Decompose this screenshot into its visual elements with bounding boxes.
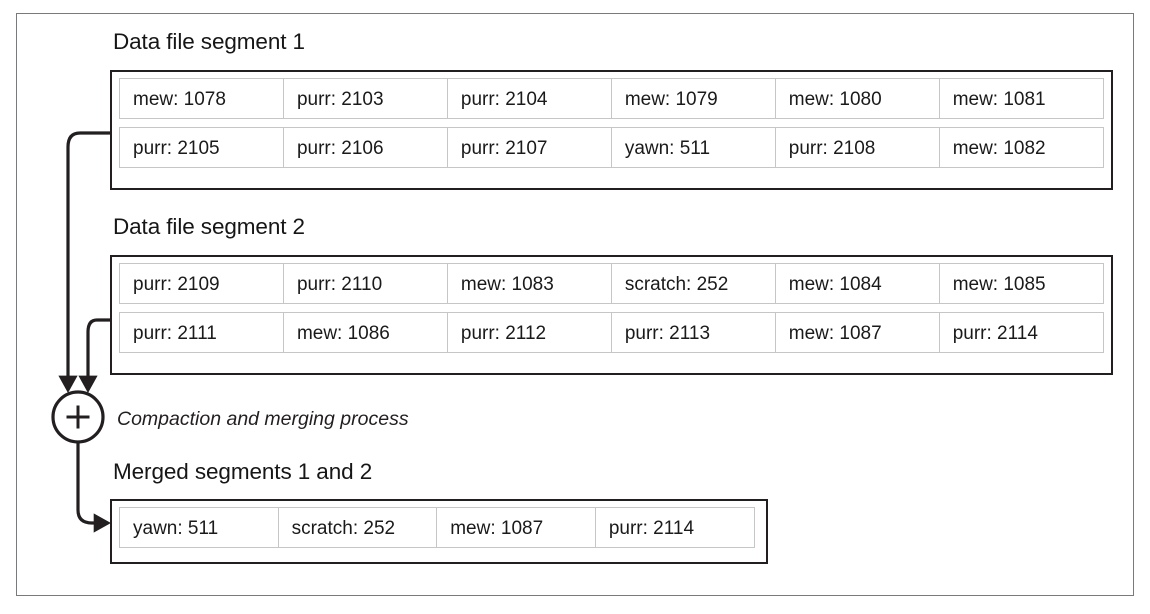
record-cell: purr: 2113 bbox=[610, 312, 777, 353]
record-cell: mew: 1084 bbox=[774, 263, 941, 304]
record-cell: mew: 1081 bbox=[938, 78, 1105, 119]
record-cell: mew: 1083 bbox=[446, 263, 613, 304]
record-cell: purr: 2114 bbox=[594, 507, 755, 548]
record-cell: purr: 2103 bbox=[282, 78, 449, 119]
record-cell: purr: 2107 bbox=[446, 127, 613, 168]
segment-1-row-2: purr: 2105 purr: 2106 purr: 2107 yawn: 5… bbox=[119, 127, 1105, 168]
segment-2-row-2: purr: 2111 mew: 1086 purr: 2112 purr: 21… bbox=[119, 312, 1105, 353]
record-cell: mew: 1078 bbox=[119, 78, 285, 119]
record-cell: mew: 1086 bbox=[282, 312, 449, 353]
record-cell: mew: 1082 bbox=[938, 127, 1105, 168]
record-cell: mew: 1079 bbox=[610, 78, 777, 119]
record-cell: mew: 1087 bbox=[436, 507, 597, 548]
record-cell: purr: 2111 bbox=[119, 312, 285, 353]
record-cell: purr: 2110 bbox=[282, 263, 449, 304]
record-cell: purr: 2109 bbox=[119, 263, 285, 304]
record-cell: purr: 2108 bbox=[774, 127, 941, 168]
record-cell: purr: 2112 bbox=[446, 312, 613, 353]
record-cell: scratch: 252 bbox=[610, 263, 777, 304]
segment-1-heading: Data file segment 1 bbox=[113, 29, 305, 54]
record-cell: purr: 2106 bbox=[282, 127, 449, 168]
segment-1-row-1: mew: 1078 purr: 2103 purr: 2104 mew: 107… bbox=[119, 78, 1105, 119]
record-cell: mew: 1085 bbox=[938, 263, 1105, 304]
compaction-process-caption: Compaction and merging process bbox=[117, 408, 409, 430]
record-cell: purr: 2105 bbox=[119, 127, 285, 168]
segment-2-box: purr: 2109 purr: 2110 mew: 1083 scratch:… bbox=[110, 255, 1113, 375]
record-cell: mew: 1080 bbox=[774, 78, 941, 119]
record-cell: yawn: 511 bbox=[119, 507, 279, 548]
merged-heading: Merged segments 1 and 2 bbox=[113, 459, 373, 484]
merged-box: yawn: 511 scratch: 252 mew: 1087 purr: 2… bbox=[110, 499, 768, 564]
segment-2-row-1: purr: 2109 purr: 2110 mew: 1083 scratch:… bbox=[119, 263, 1105, 304]
segment-1-box: mew: 1078 purr: 2103 purr: 2104 mew: 107… bbox=[110, 70, 1113, 190]
segment-2-heading: Data file segment 2 bbox=[113, 214, 305, 239]
record-cell: purr: 2114 bbox=[938, 312, 1105, 353]
record-cell: scratch: 252 bbox=[277, 507, 438, 548]
record-cell: yawn: 511 bbox=[610, 127, 777, 168]
record-cell: purr: 2104 bbox=[446, 78, 613, 119]
record-cell: mew: 1087 bbox=[774, 312, 941, 353]
merged-row-1: yawn: 511 scratch: 252 mew: 1087 purr: 2… bbox=[119, 507, 759, 548]
